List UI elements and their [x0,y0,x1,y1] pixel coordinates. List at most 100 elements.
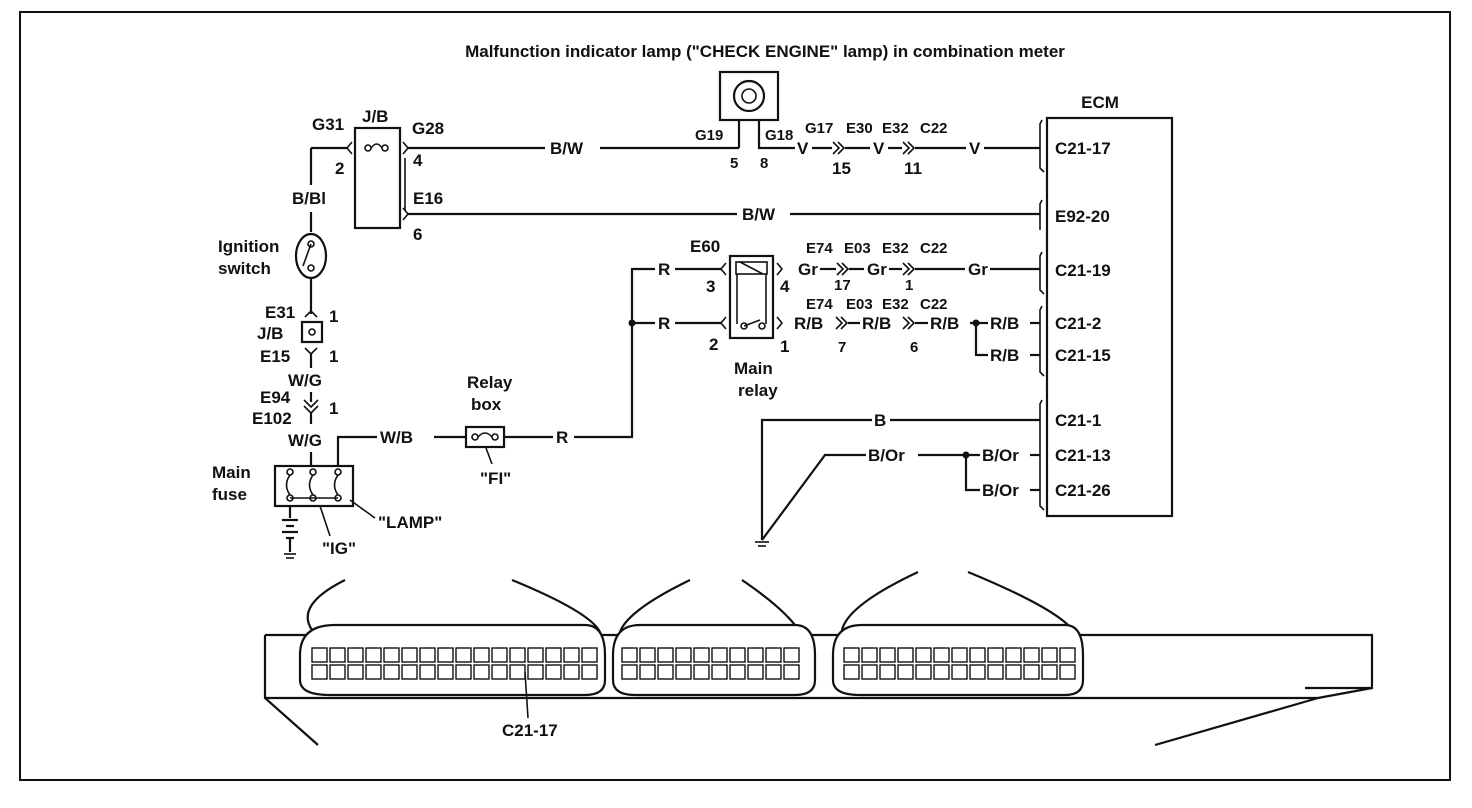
wire-rb-5: R/B [990,346,1019,365]
wire-gr-2: Gr [867,260,887,279]
connector-pin-cell [765,664,782,680]
connector-pin-cell [1023,664,1040,680]
connector-pin-cell [693,664,710,680]
connector-pin-cell [401,647,418,663]
pin-e102-1: 1 [329,399,338,418]
wire-b: B [874,411,886,430]
connector-pin-cell [419,647,436,663]
connector-pin-cell [365,647,382,663]
wire-rb-1: R/B [794,314,823,333]
connector-pin-cell [419,664,436,680]
ignition-switch-label-1: Ignition [218,237,279,256]
connector-g31: G31 [312,115,344,134]
connector-pin-cell [729,647,746,663]
connector-c22-c: C22 [920,296,948,313]
connector-pin-cell [987,664,1004,680]
connector-pin-cell [491,647,508,663]
connector-pin-cell [915,664,932,680]
wire-wg-1: W/G [288,371,322,390]
ecm-terminal-c21-1: C21-1 [1055,411,1101,430]
connector-g18: G18 [765,127,793,144]
connector-pin-cell [401,664,418,680]
wire-gr-1: Gr [798,260,818,279]
relay-pin-3: 3 [706,277,715,296]
connector-pin-cell [843,647,860,663]
wire-bw-lower: B/W [742,205,776,224]
connector-pin-cell [747,647,764,663]
connector-pin-cell [621,647,638,663]
connector-pin-cell [563,647,580,663]
connector-pin-cell [527,647,544,663]
connector-pin-cell [951,647,968,663]
wire-v-2: V [873,139,885,158]
pin-e15-1: 1 [329,347,338,366]
connector-c22-b: C22 [920,240,948,257]
connector-e30: E30 [846,120,873,137]
connector-pin-cell [527,664,544,680]
wire-r-bottom: R [556,428,568,447]
connector-pin-cell [437,647,454,663]
connector-pin-cell [897,664,914,680]
relay-pin-4: 4 [780,277,790,296]
junction-block-lower [300,320,324,344]
relay-pin-1: 1 [780,337,789,356]
connector-pin-cell [1005,664,1022,680]
connector-e03-b: E03 [846,296,873,313]
connector-e15: E15 [260,347,290,366]
ecm-connector-illustration [263,570,1374,747]
diagram-title: Malfunction indicator lamp ("CHECK ENGIN… [465,42,1065,61]
pin-e30-15: 15 [832,159,851,178]
connector-pin-cell [329,664,346,680]
ecm-connector-pins-2 [621,647,800,680]
connector-e60: E60 [690,237,720,256]
connector-pin-cell [491,664,508,680]
connector-pin-cell [383,647,400,663]
connector-pin-cell [897,647,914,663]
ecm-terminal-c21-2: C21-2 [1055,314,1101,333]
connector-e74-a: E74 [806,240,833,257]
connector-pin-cell [675,664,692,680]
pin-g19-5: 5 [730,155,738,172]
ig-fuse-label: "IG" [322,539,356,558]
ecm-connector-c21-17-label: C21-17 [502,721,558,740]
relay-box-fi-fuse [464,425,506,449]
main-relay-label-2: relay [738,381,778,400]
pin-e31-1: 1 [329,307,338,326]
ecm-terminal-c21-17: C21-17 [1055,139,1111,158]
wire-b-or-1: B/Or [868,446,905,465]
jb-top-label: J/B [362,107,388,126]
connector-pin-cell [675,647,692,663]
connector-pin-cell [861,647,878,663]
junction-block-top: J/B [345,107,410,230]
ecm-label: ECM [1081,93,1119,112]
pin-g31-2: 2 [335,159,344,178]
connector-pin-cell [1059,664,1076,680]
connector-pin-cell [693,647,710,663]
connector-e16: E16 [413,189,443,208]
connector-pin-cell [747,664,764,680]
connector-c22-a: C22 [920,120,948,137]
connector-pin-cell [545,647,562,663]
connector-pin-cell [765,647,782,663]
connector-pin-cell [473,664,490,680]
wire-r-mid: R [658,314,670,333]
ecm-block: ECM C21-17 E92-20 C21-19 C21-2 C21-15 C2… [1039,93,1174,518]
wire-b-or-2: B/Or [982,446,1019,465]
jb-lower-label: J/B [257,324,283,343]
main-relay-label-1: Main [734,359,773,378]
connector-pin-cell [455,664,472,680]
connector-pin-cell [347,647,364,663]
connector-pin-cell [1059,647,1076,663]
connector-pin-cell [879,647,896,663]
connector-g17: G17 [805,120,833,137]
connector-pin-cell [639,647,656,663]
connector-pin-cell [473,647,490,663]
connector-e32-a: E32 [882,120,909,137]
ecm-terminal-e92-20: E92-20 [1055,207,1110,226]
wire-rb-4: R/B [990,314,1019,333]
connector-pin-cell [711,664,728,680]
connector-pin-cell [365,664,382,680]
main-fuse-label-1: Main [212,463,251,482]
connector-pin-cell [969,664,986,680]
